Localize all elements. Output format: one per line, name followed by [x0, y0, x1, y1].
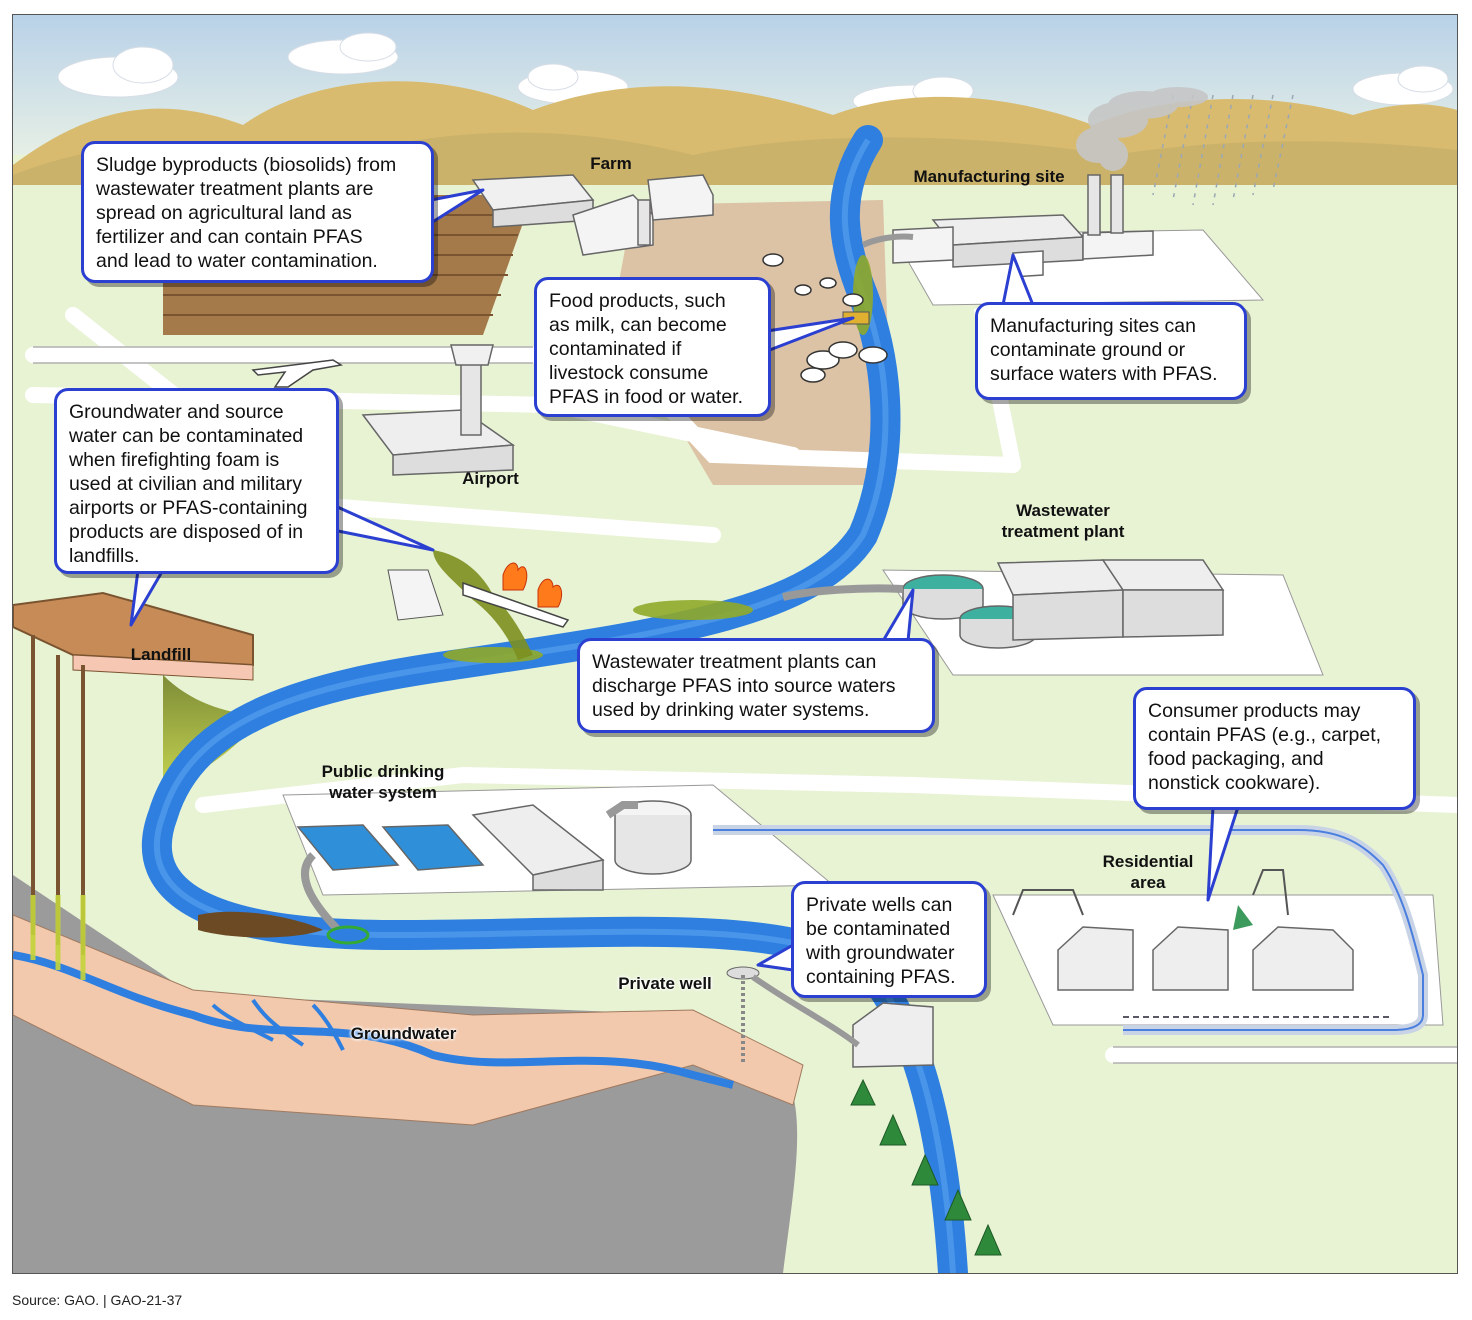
wastewater-plant-label: Wastewater treatment plant: [1001, 501, 1125, 541]
manufacturing-site-label: Manufacturing site: [913, 167, 1065, 186]
airport-label: Airport: [462, 469, 519, 488]
plane-crashed: [462, 581, 570, 628]
landfill-label: Landfill: [130, 645, 192, 664]
plane-flying: [251, 359, 344, 388]
private-well-label: Private well: [618, 974, 712, 993]
private-well: [726, 966, 760, 980]
callout-consumer-products: Consumer products may contain PFAS (e.g.…: [1133, 687, 1416, 810]
residential-area-label: Residential area: [1102, 852, 1194, 892]
plume-intake: [198, 911, 323, 938]
playground: [1012, 869, 1289, 916]
fire: [502, 562, 563, 608]
callout-private-wells: Private wells can be contaminated with g…: [791, 881, 987, 998]
foam-runoff: [433, 550, 533, 660]
callout-food-products: Food products, such as milk, can become …: [534, 277, 771, 417]
farm-buildings: [471, 174, 714, 256]
farm-label: Farm: [590, 154, 632, 173]
livestock: [762, 253, 888, 383]
soil-layer: [13, 914, 804, 1126]
plume-wastewater: [633, 600, 753, 620]
fire-truck: [387, 569, 444, 621]
houses: [852, 926, 1354, 1068]
trees: [850, 1078, 1002, 1256]
callout-sludge: Sludge byproducts (biosolids) from waste…: [81, 141, 434, 283]
diagram-frame: Farm Manufacturing site Airport Wastewat…: [12, 14, 1458, 1274]
callout-wastewater: Wastewater treatment plants can discharg…: [577, 638, 935, 733]
manufacturing-building: [892, 174, 1154, 278]
groundwater-flow: [13, 951, 734, 1089]
callout-groundwater: Groundwater and source water can be cont…: [54, 388, 339, 574]
rain: [1152, 94, 1294, 206]
smoke: [1076, 87, 1208, 171]
public-drinking-water-label: Public drinking water system: [321, 762, 445, 802]
groundwater-label: Groundwater: [350, 1024, 457, 1043]
airport-building: [361, 344, 516, 476]
callout-tails: [129, 188, 1240, 972]
callout-manufacturing: Manufacturing sites can contaminate grou…: [975, 302, 1247, 400]
source-note: Source: GAO. | GAO-21-37: [12, 1292, 183, 1308]
wastewater-plant: [902, 559, 1225, 649]
landfill-front: [72, 654, 254, 681]
